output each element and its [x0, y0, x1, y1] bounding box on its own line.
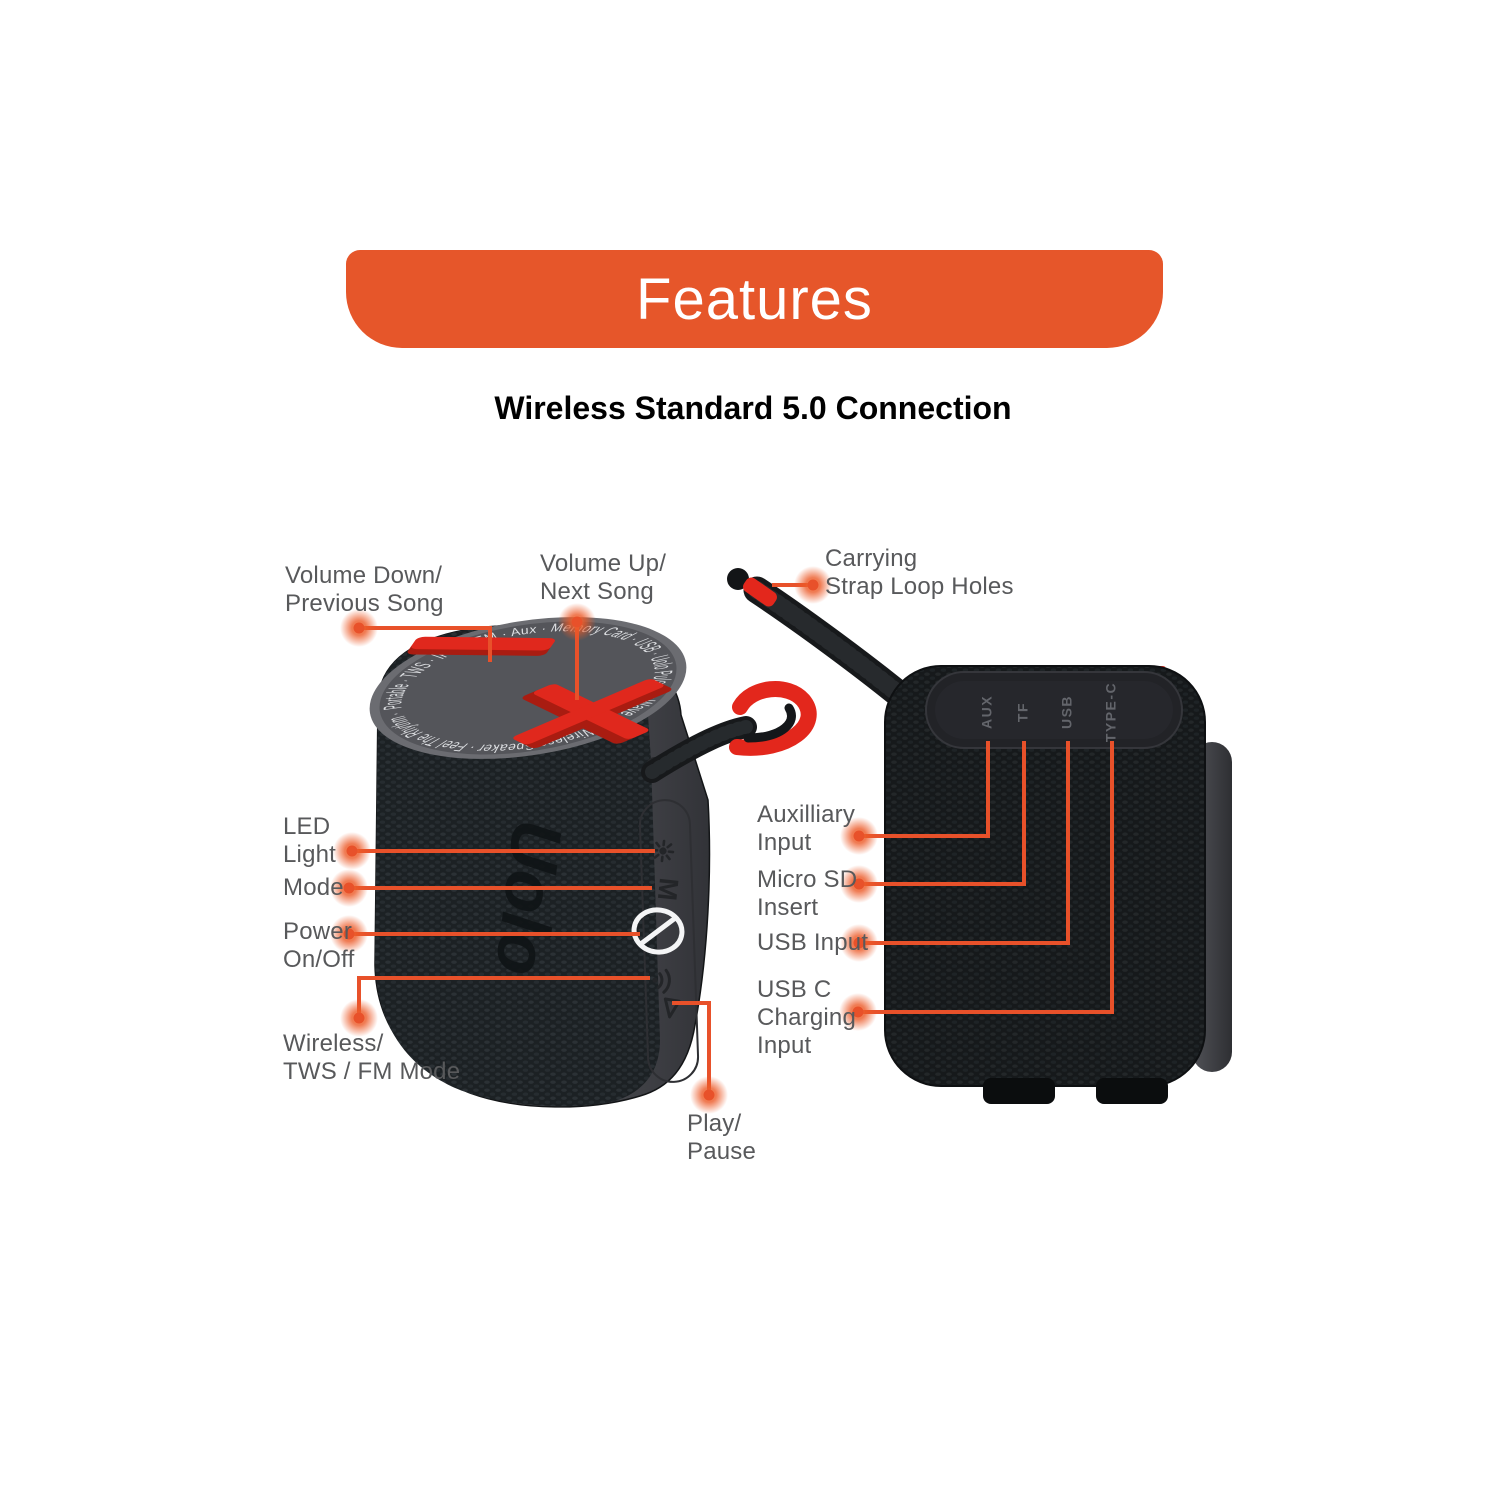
volume-up-button: [513, 679, 672, 749]
subtitle: Wireless Standard 5.0 Connection: [350, 386, 1156, 431]
dot-play: [690, 1076, 728, 1114]
mode-icon: M: [652, 876, 684, 902]
label-wireless-mode: Wireless/ TWS / FM Mode: [283, 1030, 461, 1085]
callout-line-volume-down: [359, 626, 492, 662]
subtitle-line-1: Wireless Standard 5.0: [494, 390, 827, 426]
dot-aux: [840, 817, 878, 855]
callout-line-usb: [859, 741, 1070, 945]
port-panel: AUX TF USB TYPE-C: [925, 671, 1183, 749]
left-speaker: Uolo M: [369, 602, 817, 1108]
dot-led: [333, 832, 371, 870]
dot-volume-down: [340, 609, 378, 647]
type-c-port-label: TYPE-C: [1103, 682, 1119, 742]
label-usb-input: USB Input: [757, 929, 869, 956]
callout-line-usbc: [858, 741, 1114, 1014]
wireless-mode-icon: [652, 968, 671, 994]
label-volume-up: Volume Up/ Next Song: [540, 550, 667, 605]
tf-port-label: TF: [1015, 702, 1031, 722]
volume-down-button: [407, 636, 555, 656]
label-play-pause: Play/ Pause: [687, 1110, 757, 1165]
dot-power: [330, 915, 368, 953]
label-aux-input: Auxilliary Input: [757, 801, 856, 856]
dot-usbc: [839, 993, 877, 1031]
dot-mode: [330, 869, 368, 907]
rubber-feet: [983, 1078, 1168, 1104]
dot-wireless: [340, 999, 378, 1037]
left-speaker-top-face: Portable · TWS · IPX7 · FM · Aux · Memor…: [369, 602, 687, 774]
led-light-icon: [651, 839, 675, 863]
label-usbc-charging: USB C Charging Input: [757, 976, 856, 1059]
strap-loop-hole: [743, 577, 777, 607]
usb-port-label: USB: [1059, 695, 1075, 729]
callout-line-aux: [859, 741, 990, 838]
dot-carrying: [794, 566, 832, 604]
callout-lines: [349, 583, 1114, 1095]
label-led-light: LED Light: [283, 813, 337, 868]
label-microsd-insert: Micro SD Insert: [757, 866, 858, 921]
callout-line-play: [672, 1001, 711, 1095]
page-title: Features: [636, 266, 873, 332]
aux-port-label: AUX: [979, 695, 995, 729]
callout-line-microsd: [859, 741, 1026, 886]
right-speaker: AUX TF USB TYPE-C: [727, 568, 1232, 1104]
power-icon: [631, 907, 685, 955]
dot-usb: [840, 924, 878, 962]
label-mode: Mode: [283, 874, 344, 901]
features-banner: Features: [346, 250, 1163, 348]
dot-volume-up: [558, 603, 596, 641]
label-volume-down: Volume Down/ Previous Song: [285, 562, 444, 617]
left-speaker-strap: [641, 681, 817, 783]
play-pause-icon: [663, 997, 681, 1019]
right-speaker-strap: [727, 568, 920, 714]
callout-dots: [330, 566, 878, 1114]
label-power: Power On/Off: [283, 918, 355, 973]
subtitle-line-2: Connection: [835, 390, 1012, 426]
brand-logo: Uolo: [481, 816, 577, 980]
dot-microsd: [840, 865, 878, 903]
label-carrying-strap: Carrying Strap Loop Holes: [825, 545, 1014, 600]
